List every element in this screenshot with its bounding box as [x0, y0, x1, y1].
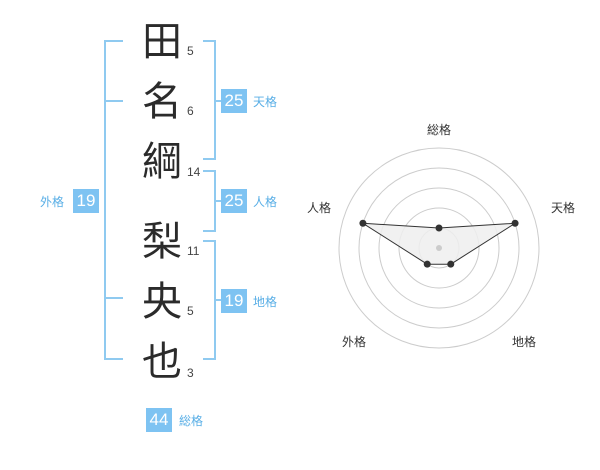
stroke-count-2: 6	[187, 104, 194, 118]
name-char-4: 梨	[142, 219, 182, 265]
name-char-5: 央	[142, 279, 182, 325]
name-char-6: 也	[142, 339, 182, 385]
radar-point-2	[511, 219, 519, 227]
chikaku-value: 19	[221, 289, 247, 313]
gaikaku-value: 19	[73, 189, 99, 213]
radar-point-4	[423, 260, 431, 268]
stroke-count-6: 3	[187, 366, 194, 380]
stroke-count-4: 11	[187, 244, 200, 258]
radar-point-5	[359, 219, 367, 227]
gaikaku-label: 外格	[40, 195, 65, 209]
tenkaku-value: 25	[221, 89, 247, 113]
radar-axis-label-jinkaku: 人格	[307, 200, 331, 215]
radar-axis-label-tenkaku: 天格	[551, 200, 575, 215]
radar-grid-ring	[358, 167, 520, 329]
radar-point-1	[435, 224, 443, 232]
chikaku-label: 地格	[253, 295, 278, 309]
radar-axis-label-gaikaku: 外格	[342, 334, 366, 349]
soukaku-label: 総格	[179, 414, 204, 428]
radar-axis-label-soukaku: 総格	[427, 122, 451, 137]
radar-grid-ring	[378, 187, 500, 309]
name-char-2: 名	[142, 79, 182, 125]
jinkaku-value: 25	[221, 189, 247, 213]
radar-center-dot	[436, 245, 442, 251]
jinkaku-label: 人格	[253, 195, 278, 209]
tenkaku-label: 天格	[253, 95, 278, 109]
radar-point-3	[447, 260, 455, 268]
radar-points	[359, 219, 519, 268]
stroke-count-1: 5	[187, 44, 194, 58]
gaikaku-bracket	[104, 40, 123, 360]
radar-axis-label-chikaku: 地格	[512, 334, 536, 349]
stroke-count-3: 14	[187, 165, 201, 179]
name-char-3: 綱	[142, 139, 182, 185]
radar-area	[362, 222, 516, 265]
soukaku-value: 44	[146, 408, 172, 432]
radar-grid-ring	[338, 147, 540, 349]
name-char-1: 田	[142, 19, 182, 65]
radar-grid-ring	[398, 207, 480, 289]
stroke-count-5: 5	[187, 304, 194, 318]
